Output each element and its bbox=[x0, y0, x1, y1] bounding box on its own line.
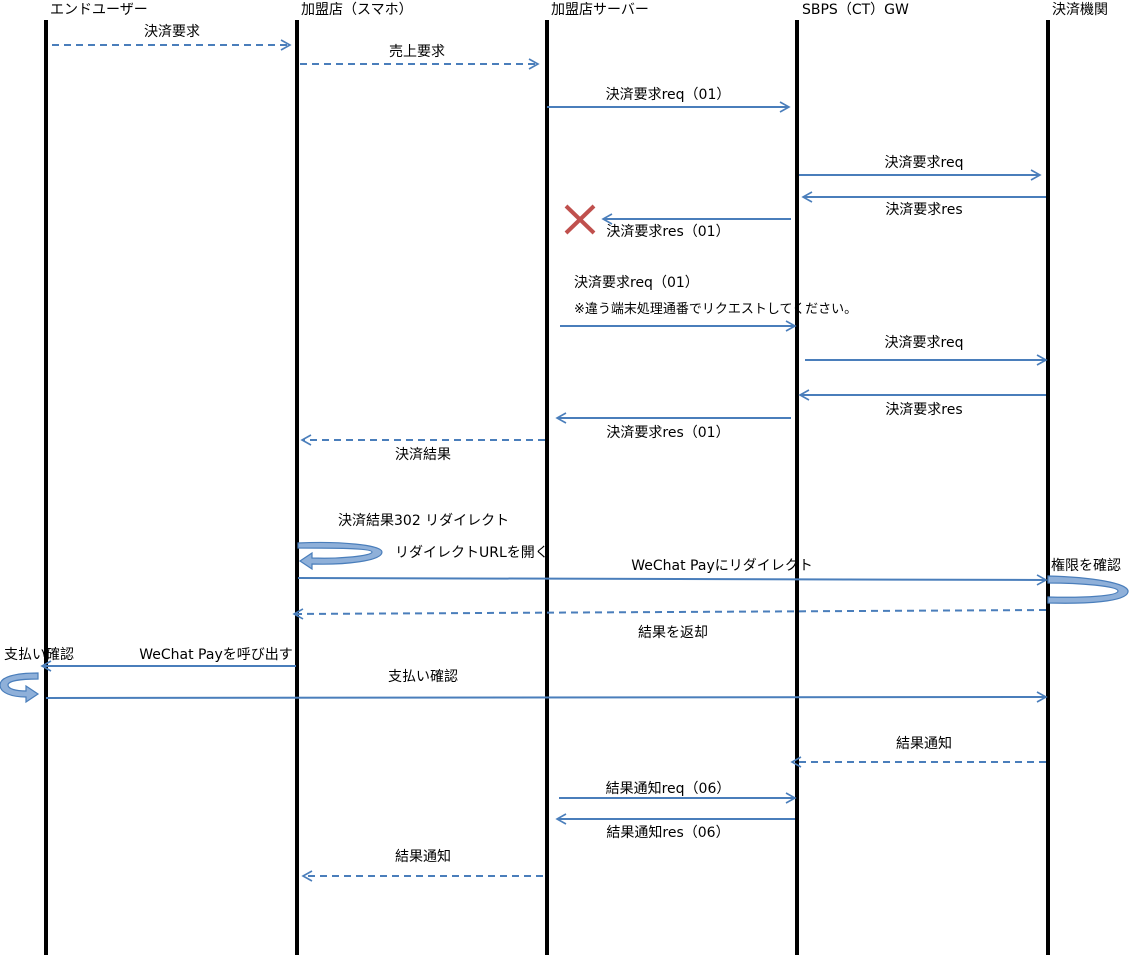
self-loops bbox=[0, 541, 1129, 704]
label-redirect-302: 決済結果302 リダイレクト bbox=[338, 513, 509, 529]
participant-sbps-gw: SBPS（CT）GW bbox=[802, 2, 909, 18]
label-payment-req-2: 決済要求req bbox=[885, 335, 964, 351]
label-payment-confirm: 支払い確認 bbox=[388, 669, 458, 685]
label-payment-req: 決済要求req bbox=[885, 155, 964, 171]
label-payment-request: 決済要求 bbox=[144, 24, 200, 40]
label-sales-request: 売上要求 bbox=[389, 44, 445, 60]
label-payment-res: 決済要求res bbox=[885, 202, 962, 218]
label-call-wechat-pay: WeChat Payを呼び出す bbox=[139, 647, 292, 663]
participant-end-user: エンドユーザー bbox=[50, 2, 148, 18]
arrow-payment-confirm bbox=[45, 691, 1048, 703]
label-payment-res-2: 決済要求res bbox=[885, 402, 962, 418]
arrow-return-result bbox=[292, 608, 1047, 620]
label-payment-req-01-retry: 決済要求req（01） bbox=[574, 275, 699, 291]
participant-merchant-server: 加盟店サーバー bbox=[551, 2, 649, 18]
label-retry-note: ※違う端末処理通番でリクエストしてください。 bbox=[574, 302, 857, 317]
label-open-redirect-url: リダイレクトURLを開く bbox=[395, 545, 549, 561]
label-result-notify-2: 結果通知 bbox=[395, 848, 451, 865]
label-payment-req-01: 決済要求req（01） bbox=[606, 87, 731, 103]
message-arrows bbox=[40, 39, 1048, 882]
label-payment-result: 決済結果 bbox=[395, 447, 451, 463]
label-check-permission: 権限を確認 bbox=[1051, 557, 1121, 574]
error-x-icon bbox=[564, 204, 596, 235]
arrow-wechat-redirect bbox=[297, 574, 1048, 586]
self-loop-redirect-302 bbox=[297, 541, 383, 571]
participant-headers: エンドユーザー 加盟店（スマホ） 加盟店サーバー SBPS（CT）GW 決済機関 bbox=[50, 2, 1108, 18]
lifelines bbox=[44, 20, 1050, 955]
label-payment-res-01-failed: 決済要求res（01） bbox=[606, 224, 729, 240]
label-payment-res-01-2: 決済要求res（01） bbox=[606, 425, 729, 441]
participant-merchant-phone: 加盟店（スマホ） bbox=[301, 2, 413, 18]
participant-payment-institution: 決済機関 bbox=[1052, 2, 1108, 18]
label-return-result: 結果を返却 bbox=[638, 625, 708, 641]
label-result-notify-res-06: 結果通知res（06） bbox=[606, 824, 729, 841]
message-labels: 決済要求 売上要求 決済要求req（01） 決済要求req 決済要求res 決済… bbox=[4, 24, 1121, 865]
self-loop-check-permission bbox=[1047, 575, 1129, 604]
label-wechat-redirect: WeChat Payにリダイレクト bbox=[631, 558, 812, 574]
label-result-notify-req-06: 結果通知req（06） bbox=[606, 780, 731, 797]
label-result-notify: 結果通知 bbox=[896, 735, 952, 752]
self-loop-payment-confirm bbox=[0, 672, 40, 704]
label-self-payment-confirm: 支払い確認 bbox=[4, 647, 74, 663]
